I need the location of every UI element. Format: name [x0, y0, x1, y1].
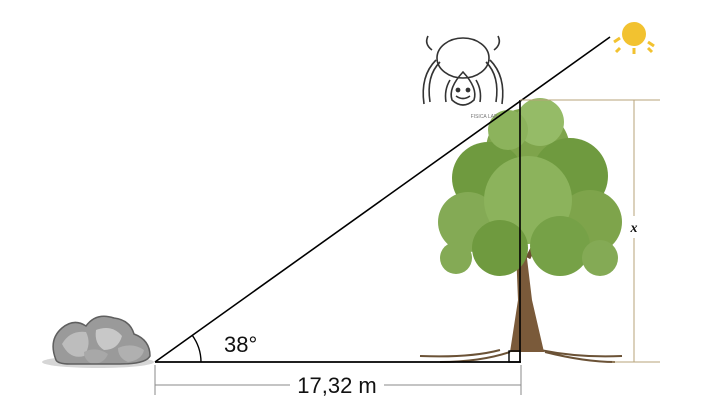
mascot-logo-icon [422, 35, 504, 106]
watermark-text: FISICA LAB [471, 114, 498, 120]
base-dimension-line [154, 365, 522, 395]
sun-icon [613, 22, 655, 54]
height-label: x [630, 221, 638, 236]
rock-pile-icon [42, 315, 154, 368]
tree-icon [419, 98, 623, 363]
height-dimension-line [520, 99, 660, 363]
right-angle-marker [508, 350, 521, 363]
base-length-label: 17,32 m [297, 373, 377, 398]
angle-arc [191, 334, 202, 363]
hypotenuse-line [154, 36, 611, 363]
angle-label: 38° [224, 332, 257, 357]
